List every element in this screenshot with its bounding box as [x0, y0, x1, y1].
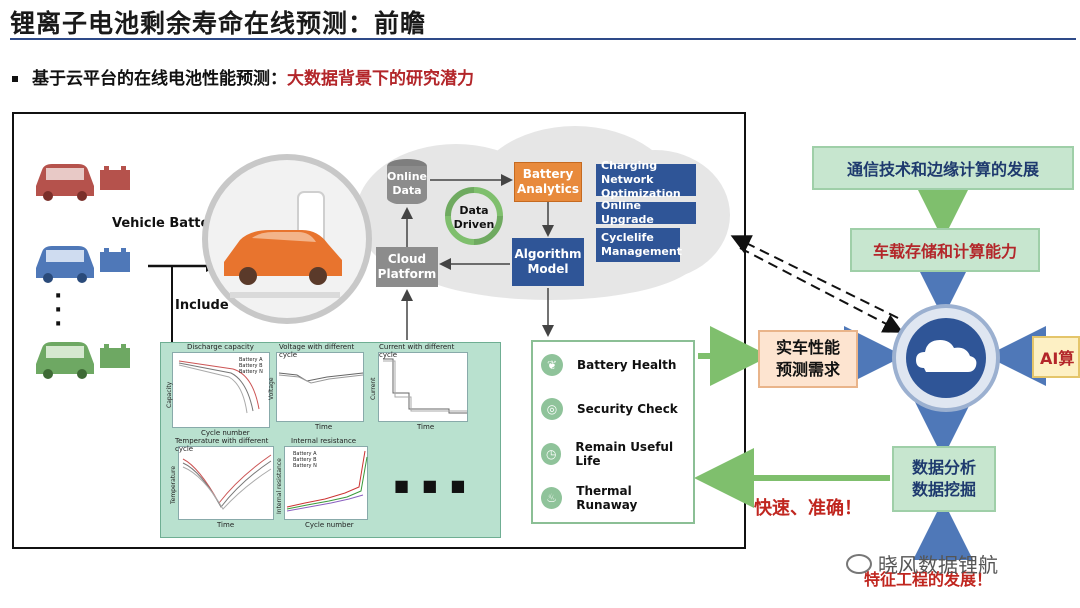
resistance-curves: [286, 450, 368, 512]
mini-legend-b: Battery B: [239, 363, 263, 369]
panel-more-dots: ■ ■ ■: [394, 476, 470, 495]
current-curves: [383, 358, 467, 414]
mini-legend-n: Battery N: [293, 463, 317, 469]
outcome-item: ◎ Security Check: [541, 398, 678, 420]
outcome-item: ♨ Thermal Runaway: [541, 484, 693, 512]
wechat-icon: [846, 553, 872, 574]
mini-chart-ylabel: Capacity: [166, 381, 173, 408]
watermark-text: 晓风数据锂航: [878, 553, 998, 577]
mini-chart-title: Voltage with different cycle: [279, 343, 355, 359]
service-charging-network: Charging Network Optimization: [596, 159, 696, 200]
mini-chart-voltage: Voltage with different cycle Time: [276, 343, 364, 431]
outcome-label: Thermal Runaway: [576, 484, 638, 512]
mini-chart-current: Current with different cycle Time: [378, 343, 468, 431]
mini-chart-ylabel: Internal resistance: [276, 458, 283, 514]
data-driven-cycle-icon: [445, 187, 503, 245]
bullet-line: 基于云平台的在线电池性能预测：大数据背景下的研究潜力: [12, 64, 474, 89]
service-cyclelife: Cyclelife Management: [596, 228, 682, 262]
mini-chart-xlabel: Cycle number: [305, 521, 354, 529]
mini-legend-b: Battery B: [293, 457, 317, 463]
service-online-upgrade: Online Upgrade: [596, 199, 696, 226]
battery-icon: [100, 166, 130, 190]
target-icon: ◎: [541, 398, 563, 420]
mini-chart-title: Internal resistance: [291, 437, 357, 445]
online-data-label: Online Data: [386, 170, 427, 197]
cloud-compute-icon: [892, 304, 1000, 412]
fire-icon: ♨: [541, 487, 563, 509]
mini-chart-ylabel: Voltage: [268, 377, 275, 400]
mini-chart-temperature: Temperature with different cycle Time: [175, 437, 274, 529]
bullet-highlight: 大数据背景下的研究潜力: [287, 69, 474, 89]
include-label: Include: [175, 298, 229, 313]
battery-icon: [100, 248, 130, 272]
voltage-curves: [278, 372, 364, 384]
algorithm-model-box: Algorithm Model: [512, 238, 584, 286]
battery-analytics-box: Battery Analytics: [514, 162, 582, 202]
outcome-label: Battery Health: [577, 358, 677, 372]
mini-chart-ylabel: Temperature: [170, 465, 177, 504]
mini-chart-title: Temperature with different cycle: [175, 437, 269, 453]
mini-chart-xlabel: Cycle number: [201, 429, 250, 437]
mini-chart-discharge: Discharge capacity Cycle number Battery …: [172, 343, 270, 437]
battery-icon: [100, 344, 130, 368]
stopwatch-icon: ◷: [541, 443, 562, 465]
mini-chart-ylabel: Current: [370, 377, 377, 400]
mini-chart-xlabel: Time: [417, 423, 435, 431]
outcome-box: ❦ Battery Health ◎ Security Check ◷ Remain …: [531, 340, 695, 524]
vehicle-ellipsis: · · ·: [54, 284, 63, 337]
mini-legend-n: Battery N: [239, 369, 263, 375]
outcome-item: ❦ Battery Health: [541, 354, 676, 376]
car-icon: [36, 246, 94, 283]
data-analysis-box: 数据分析 数据挖掘: [892, 446, 996, 512]
ai-box: AI算: [1032, 336, 1080, 378]
demand-box: 实车性能 预测需求: [758, 330, 858, 388]
mini-chart-title: Discharge capacity: [187, 343, 254, 351]
mini-chart-xlabel: Time: [217, 521, 235, 529]
onboard-compute-box: 车载存储和计算能力: [850, 228, 1040, 272]
data-driven-label: Data Driven: [453, 204, 495, 231]
outcome-label: Security Check: [577, 402, 678, 416]
temperature-curves: [182, 454, 272, 510]
fast-accurate-text: 快速、准确！: [754, 498, 862, 519]
mini-chart-resistance: Internal resistance Cycle number Battery…: [284, 437, 368, 529]
mini-chart-title: Current with different cycle: [379, 343, 455, 359]
discharge-curves: [178, 360, 260, 414]
car-icon: [36, 342, 94, 379]
cloud-platform-box: Cloud Platform: [376, 247, 438, 287]
title-rule: [10, 38, 1076, 40]
comm-tech-box: 通信技术和边缘计算的发展: [812, 146, 1074, 190]
feature-engineering-text: 特征工程的发展！: [864, 570, 993, 589]
page-title: 锂离子电池剩余寿命在线预测：前瞻: [10, 9, 427, 38]
mini-legend-a: Battery A: [293, 451, 317, 457]
mini-chart-xlabel: Time: [315, 423, 333, 431]
vehicle-column: [36, 164, 130, 379]
outcome-item: ◷ Remain Useful Life: [541, 440, 693, 468]
mini-legend-a: Battery A: [239, 357, 263, 363]
watermark: 晓风数据锂航: [846, 549, 998, 578]
leaf-icon: ❦: [541, 354, 563, 376]
car-icon: [36, 164, 94, 201]
charging-station-illustration: [202, 154, 372, 324]
bullet-prefix: 基于云平台的在线电池性能预测：: [32, 69, 287, 89]
outcome-label: Remain Useful Life: [575, 440, 674, 468]
database-icon: [387, 159, 427, 204]
bullet-square-icon: [12, 76, 18, 82]
